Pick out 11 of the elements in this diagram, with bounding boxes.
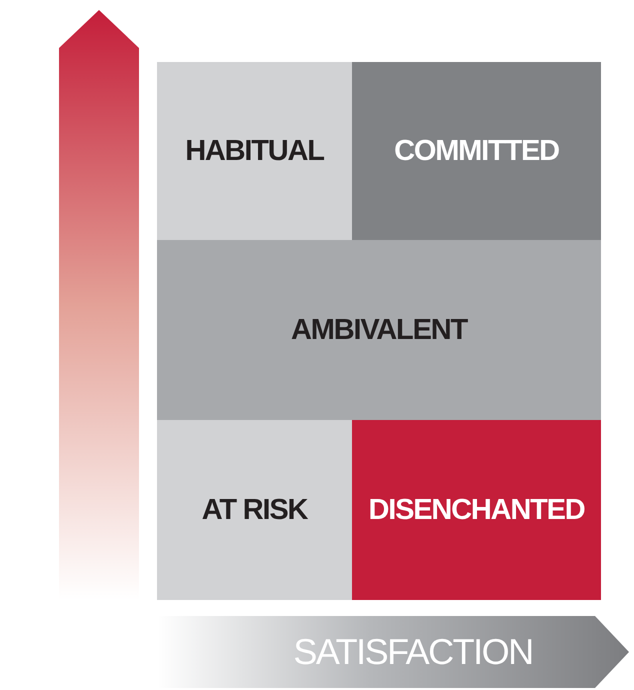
segment-label: COMMITTED xyxy=(394,134,559,168)
quadrant-cell xyxy=(352,420,601,600)
segment-label: HABITUAL xyxy=(185,134,324,168)
band-cell xyxy=(157,240,601,420)
axis-label: SATISFACTION xyxy=(293,631,533,673)
segment-label: DISENCHANTED xyxy=(368,494,584,526)
quadrant-cell xyxy=(157,420,352,600)
quadrant-cell xyxy=(157,62,352,240)
segment-label: AT RISK xyxy=(202,494,308,526)
segment-label: AMBIVALENT xyxy=(291,314,467,346)
quadrant-cell xyxy=(352,62,601,240)
